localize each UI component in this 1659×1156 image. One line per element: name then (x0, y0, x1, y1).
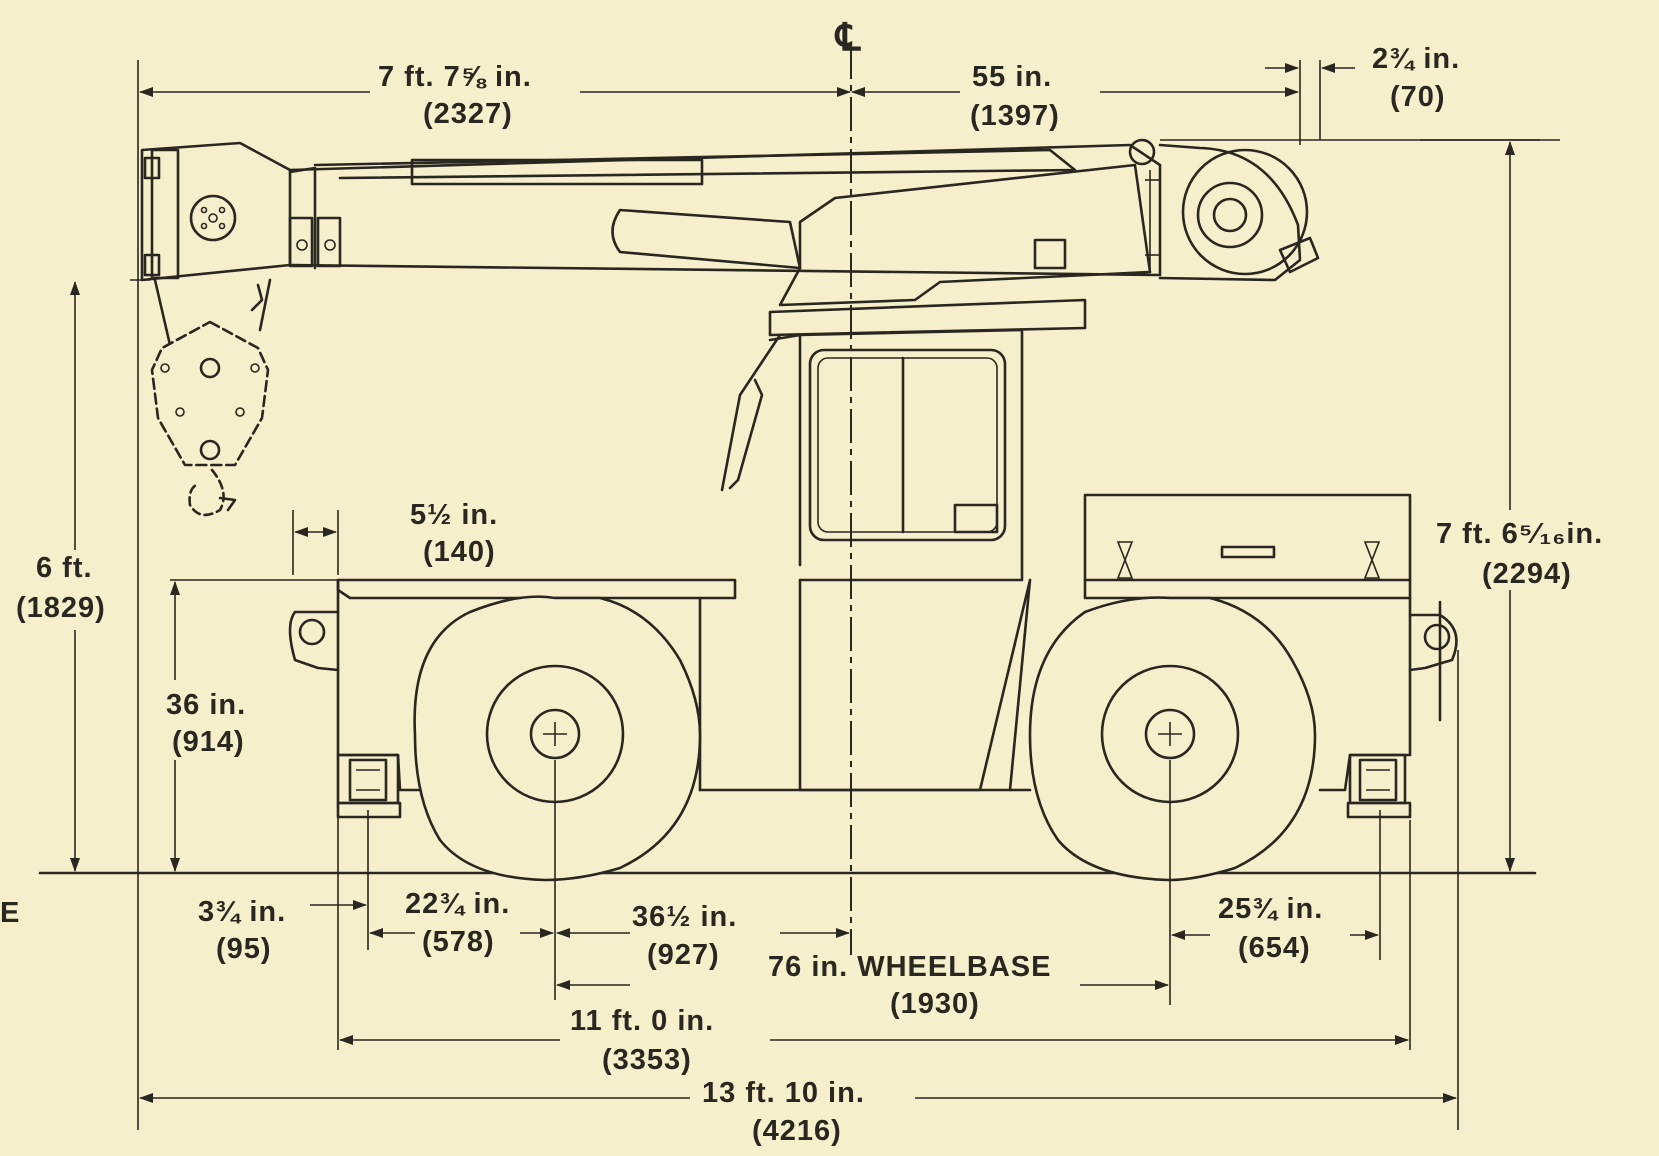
rear-overhang-metric: (578) (422, 926, 495, 958)
boom-front-metric: (1397) (970, 100, 1060, 132)
front-wheel (1028, 596, 1317, 882)
cab (720, 163, 1152, 792)
centerline-symbol: ℄ (834, 17, 861, 59)
sheave-overhang-imperial: 2¾ in. (1372, 43, 1460, 75)
rear-outrigger-imperial: 3¾ in. (198, 896, 286, 928)
hook-block (150, 278, 272, 517)
axle-to-center-metric: (927) (647, 939, 720, 971)
overall-length-imperial: 13 ft. 10 in. (702, 1077, 865, 1109)
chassis-length-imperial: 11 ft. 0 in. (570, 1005, 714, 1037)
front-outrigger (1346, 753, 1412, 819)
rear-step-imperial: 5½ in. (410, 499, 498, 531)
overall-length-metric: (4216) (752, 1115, 842, 1147)
boom (140, 138, 1320, 282)
wheelbase-imperial: 76 in. WHEELBASE (768, 951, 1052, 983)
front-overhang-metric: (654) (1238, 932, 1311, 964)
deck-height-metric: (914) (172, 726, 245, 758)
dimension-lines (70, 60, 1560, 1130)
boom-height-metric: (1829) (16, 592, 106, 624)
rear-wheel (413, 595, 702, 882)
deck-height-imperial: 36 in. (166, 689, 246, 721)
sheave-overhang-metric: (70) (1390, 81, 1446, 113)
boom-front-imperial: 55 in. (972, 61, 1052, 93)
front-overhang-imperial: 25¾ in. (1218, 893, 1323, 925)
chassis-length-metric: (3353) (602, 1044, 692, 1076)
axle-to-center-imperial: 36½ in. (632, 901, 737, 933)
rear-overhang-imperial: 22¾ in. (405, 888, 510, 920)
overall-height-metric: (2294) (1482, 558, 1572, 590)
dimension-labels: 7 ft. 7⅝ in. (2327) 55 in. (1397) 2¾ in.… (16, 43, 1603, 1147)
rear-outrigger-metric: (95) (216, 933, 272, 965)
rear-step-metric: (140) (423, 536, 496, 568)
edge-mark: E (0, 897, 20, 929)
boom-height-imperial: 6 ft. (36, 552, 93, 584)
crane-outline (140, 138, 1458, 882)
boom-rear-imperial: 7 ft. 7⅝ in. (378, 61, 532, 93)
overall-height-imperial: 7 ft. 6⁵⁄₁₆in. (1436, 518, 1603, 550)
boom-rear-metric: (2327) (423, 98, 513, 130)
rear-outrigger (336, 753, 402, 819)
wheelbase-metric: (1930) (890, 988, 980, 1020)
